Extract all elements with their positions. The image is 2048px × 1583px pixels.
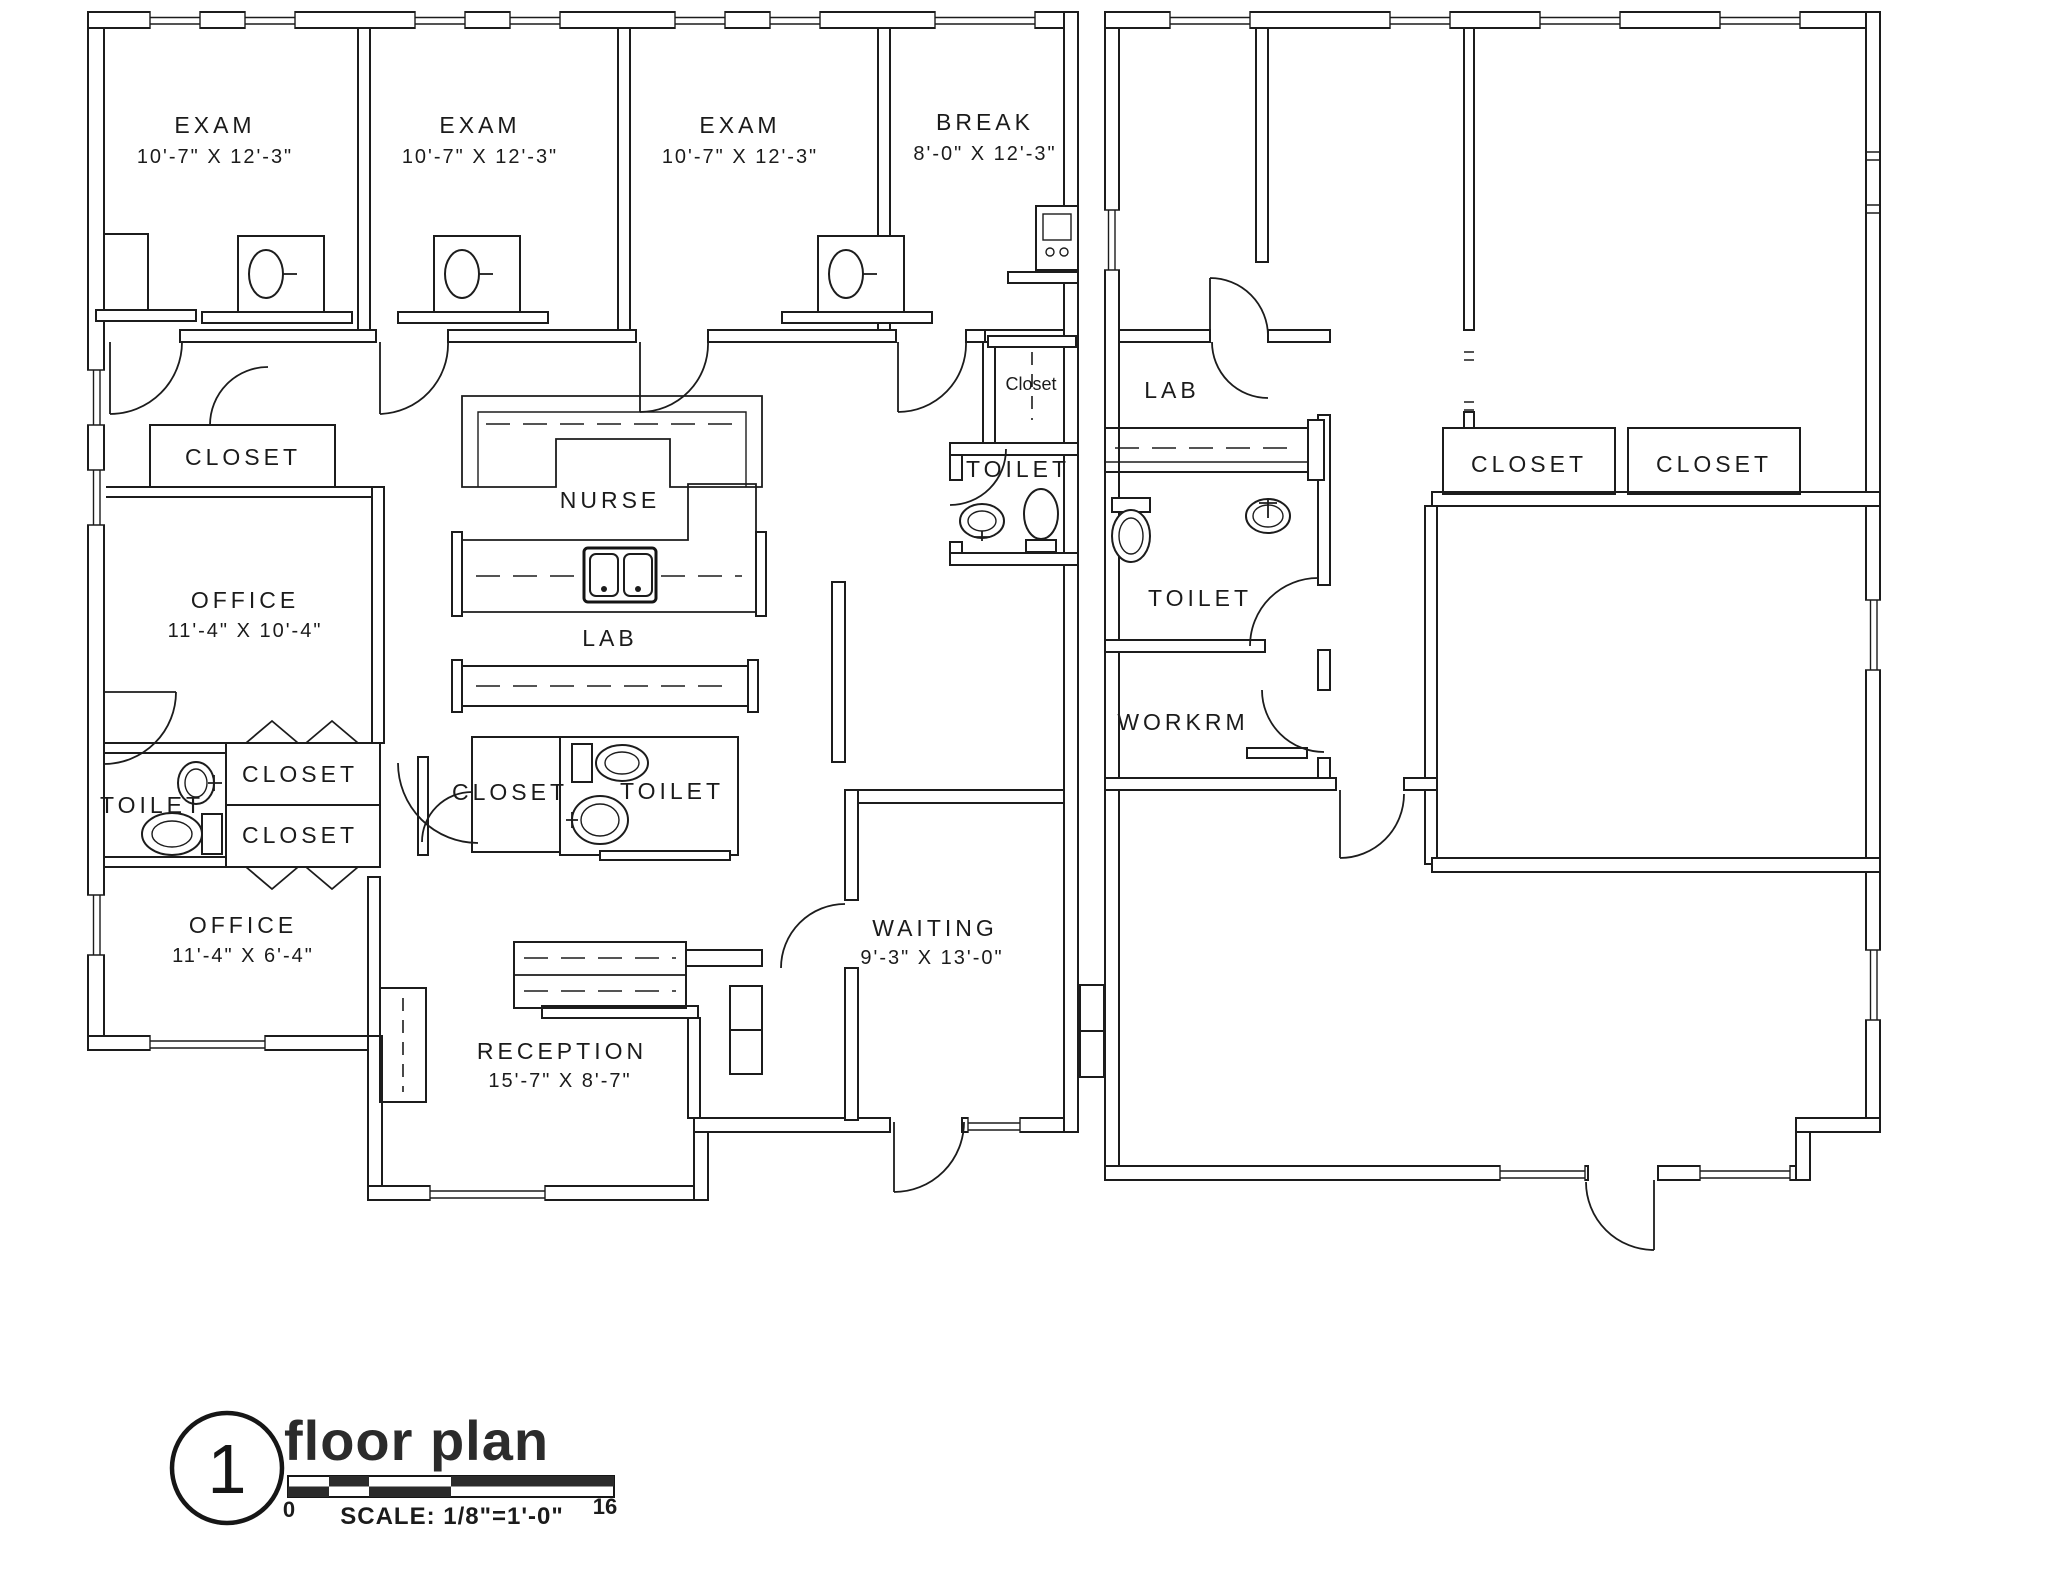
double-sink-icon	[582, 546, 658, 604]
toilet-icon	[141, 812, 203, 856]
lab-counter	[451, 483, 767, 617]
room-label-closet-right-2: CLOSET	[1656, 451, 1772, 477]
scale-end-tick: 16	[593, 1494, 617, 1519]
room-dims-office-lower: 11'-4" X 6'-4"	[172, 945, 314, 967]
room-label-exam-1: EXAM	[174, 112, 255, 138]
room-dims-reception: 15'-7" X 8'-7"	[488, 1070, 631, 1092]
room-label-toilet-left: TOILET	[100, 792, 204, 818]
window-icon	[86, 10, 1036, 1202]
room-dims-exam-3: 10'-7" X 12'-3"	[662, 146, 818, 168]
toilet-icon	[595, 744, 649, 782]
nurse-station-counter	[461, 395, 763, 488]
room-dims-waiting: 9'-3" X 13'-0"	[860, 947, 1003, 969]
exam-sink-icon	[95, 233, 933, 324]
toilet-tank-icon	[201, 813, 223, 855]
right-building: LAB TOILET WORKRM CLOSET CLOSET	[1103, 10, 1882, 1251]
right-building-walls	[1104, 11, 1881, 1181]
lab-right-counter	[1104, 419, 1325, 481]
room-dims-office-upper: 11'-4" X 10'-4"	[168, 620, 323, 642]
right-building-room-boxes	[1442, 427, 1801, 495]
scale-note: SCALE: 1/8"=1'-0"	[340, 1503, 564, 1530]
toilet-hall-fixtures	[959, 488, 1059, 553]
callout-circle-icon	[169, 1410, 285, 1526]
room-label-office-upper: OFFICE	[191, 587, 299, 613]
room-label-hall-closet: CLOSET	[185, 444, 301, 470]
title-block: 1 floor plan 0 16 SCALE: 1/8"=1'-0"	[169, 1409, 617, 1530]
room-label-exam-2: EXAM	[439, 112, 520, 138]
break-closet-shelf	[987, 335, 1077, 420]
room-label-reception: RECEPTION	[477, 1038, 647, 1064]
room-label-toilet-center: TOILET	[620, 778, 724, 804]
break-sink-icon	[1007, 205, 1079, 284]
room-label-toilet-right: TOILET	[1148, 585, 1252, 611]
room-label-lab-right: LAB	[1144, 377, 1199, 403]
drawing-title: floor plan	[284, 1409, 549, 1472]
reception-desk	[379, 941, 763, 1103]
room-label-nurse: NURSE	[560, 487, 661, 513]
room-label-break: BREAK	[936, 109, 1034, 135]
room-label-break-closet: Closet	[1005, 374, 1056, 394]
right-building-labels: LAB TOILET WORKRM CLOSET CLOSET	[1117, 377, 1772, 735]
toilet-left-fixtures	[141, 761, 223, 856]
room-dims-exam-1: 10'-7" X 12'-3"	[137, 146, 293, 168]
room-label-toilet-hall: TOILET	[966, 456, 1070, 482]
room-label-office-lower: OFFICE	[189, 912, 297, 938]
callout-number: 1	[208, 1430, 247, 1508]
door-swing-arcs	[103, 341, 1007, 1193]
window-icon	[1103, 10, 1882, 1182]
left-building: EXAM 10'-7" X 12'-3" EXAM 10'-7" X 12'-3…	[86, 10, 1105, 1202]
room-label-closet-center: CLOSET	[452, 779, 568, 805]
room-label-workroom: WORKRM	[1117, 709, 1248, 735]
toilet-icon	[1111, 509, 1151, 563]
hall-counter	[451, 659, 759, 713]
toilet-right-fixtures	[1111, 497, 1308, 759]
room-label-closet-upper: CLOSET	[242, 761, 358, 787]
room-label-closet-right-1: CLOSET	[1471, 451, 1587, 477]
room-label-exam-3: EXAM	[699, 112, 780, 138]
graphic-scale-bar	[287, 1475, 615, 1498]
room-dims-break: 8'-0" X 12'-3"	[913, 143, 1056, 165]
room-label-waiting: WAITING	[872, 915, 998, 941]
room-label-closet-lower: CLOSET	[242, 822, 358, 848]
left-building-labels: EXAM 10'-7" X 12'-3" EXAM 10'-7" X 12'-3…	[100, 109, 1070, 1092]
toilet-icon	[1023, 488, 1059, 540]
toilet-tank-icon	[571, 743, 593, 783]
scale-start-tick: 0	[283, 1497, 295, 1522]
toilet-center-fixtures	[566, 743, 731, 861]
room-dims-exam-2: 10'-7" X 12'-3"	[402, 146, 558, 168]
room-label-lab-center: LAB	[582, 625, 637, 651]
door-swing-arcs	[1209, 277, 1655, 1251]
